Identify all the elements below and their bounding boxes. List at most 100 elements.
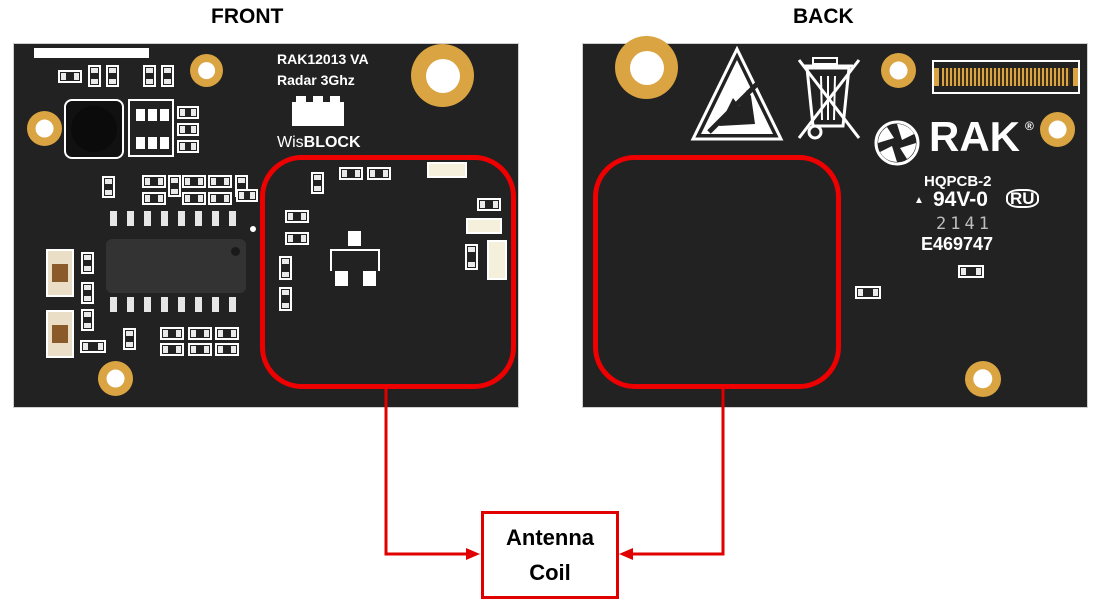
board-connector <box>932 60 1080 94</box>
mounting-hole-large <box>411 44 474 107</box>
chip-pin <box>127 211 134 226</box>
rak-logo-icon <box>874 120 920 166</box>
callout-line-2: Coil <box>529 560 571 585</box>
chip-pin <box>178 211 185 226</box>
smd-component <box>143 65 156 87</box>
chip-pin <box>161 211 168 226</box>
smd-component <box>855 286 881 299</box>
flame-rating: 94V-0 <box>933 188 988 211</box>
pcb-code: HQPCB-2 <box>924 173 992 190</box>
smd-component <box>188 343 212 356</box>
smd-component <box>236 189 258 202</box>
smd-component <box>339 167 363 180</box>
smd-component <box>285 210 309 223</box>
smd-component <box>81 282 94 304</box>
smd-component <box>142 175 166 188</box>
smd-component <box>102 176 115 198</box>
chip-pin <box>127 297 134 312</box>
mounting-hole <box>1040 112 1075 147</box>
chip-pin <box>161 297 168 312</box>
back-arrow-line <box>633 389 725 556</box>
smd-component <box>160 327 184 340</box>
front-heading: FRONT <box>211 5 284 28</box>
smd-component <box>177 106 199 119</box>
smd-component <box>208 175 232 188</box>
registered-mark: ® <box>1025 119 1034 133</box>
date-code: 2141 <box>936 214 993 234</box>
chip-pin <box>195 211 202 226</box>
led <box>427 162 467 178</box>
chip-pin <box>144 297 151 312</box>
chip-pin <box>110 211 117 226</box>
mounting-hole <box>98 361 133 396</box>
smd-component <box>367 167 391 180</box>
smd-component <box>58 70 82 83</box>
chip-pin <box>144 211 151 226</box>
antenna-coil-callout: Antenna Coil <box>481 511 619 599</box>
chip-pin <box>110 297 117 312</box>
back-board: RAK ® HQPCB-2 ▲ 94V-0 RU 2141 E469747 <box>582 36 1088 408</box>
mounting-hole <box>27 111 62 146</box>
smd-component <box>80 340 106 353</box>
mounting-hole-large <box>615 36 678 99</box>
model-label: RAK12013 VA <box>277 51 369 67</box>
chip-pin <box>229 297 236 312</box>
smd-component <box>182 175 206 188</box>
back-heading: BACK <box>793 5 854 28</box>
smd-component <box>477 198 501 211</box>
wisblock-logo <box>292 96 344 126</box>
transistor <box>330 231 380 289</box>
weee-bin-icon <box>797 57 861 140</box>
smd-component <box>285 232 309 245</box>
smd-component <box>106 65 119 87</box>
smd-component <box>88 65 101 87</box>
led <box>487 240 507 280</box>
front-antenna-highlight <box>260 155 516 389</box>
smd-component <box>311 172 324 194</box>
resistor <box>46 249 74 297</box>
callout-line-1: Antenna <box>506 525 594 550</box>
mounting-hole <box>190 54 223 87</box>
chip-pin <box>212 211 219 226</box>
smd-component <box>168 175 181 197</box>
board-edge-marking <box>34 48 149 58</box>
inductor <box>64 99 124 159</box>
back-arrow-head <box>619 548 633 560</box>
front-arrow-line <box>384 389 466 556</box>
smd-component <box>142 192 166 205</box>
chip-pin <box>178 297 185 312</box>
ul-mark: RU <box>1006 189 1039 208</box>
smd-component <box>188 327 212 340</box>
smd-component <box>215 343 239 356</box>
smd-component <box>279 256 292 280</box>
triangle-mark: ▲ <box>914 195 924 206</box>
mounting-hole <box>965 361 1001 397</box>
back-antenna-highlight <box>593 155 841 389</box>
chip-pin <box>229 211 236 226</box>
smd-component <box>123 328 136 350</box>
smd-component <box>81 309 94 331</box>
front-arrow-head <box>466 548 480 560</box>
smd-component <box>81 252 94 274</box>
chip-pin <box>195 297 202 312</box>
smd-component <box>177 123 199 136</box>
chip-pin <box>212 297 219 312</box>
smd-component <box>182 192 206 205</box>
esd-warning-icon <box>690 46 784 141</box>
description-label: Radar 3Ghz <box>277 72 355 88</box>
smd-component <box>160 343 184 356</box>
smd-component <box>279 287 292 311</box>
smd-component <box>215 327 239 340</box>
smd-component <box>177 140 199 153</box>
resistor <box>46 310 74 358</box>
smd-component <box>958 265 984 278</box>
soic-chip <box>106 239 246 293</box>
wisblock-text: WisBLOCK <box>277 134 361 151</box>
mounting-hole <box>881 53 916 88</box>
ul-file-number: E469747 <box>921 234 994 254</box>
rak-logo-text: RAK <box>929 113 1020 160</box>
small-ic <box>128 99 174 157</box>
smd-component <box>465 244 478 270</box>
